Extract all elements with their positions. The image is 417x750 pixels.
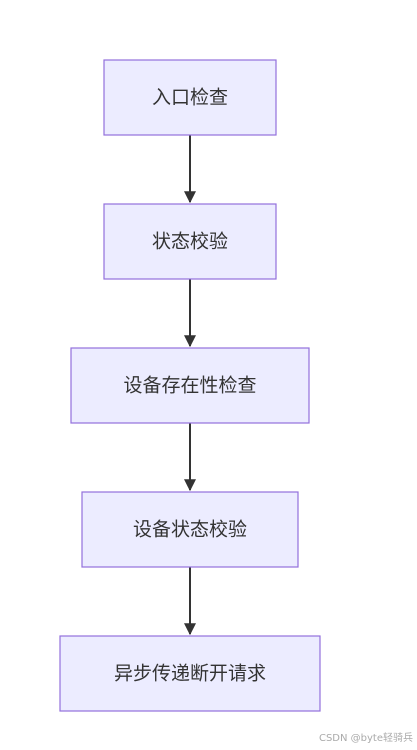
node-device-existence-check-label: 设备存在性检查 — [123, 375, 256, 397]
node-device-status-check: 设备状态校验 — [81, 491, 299, 568]
node-status-check-label: 状态校验 — [152, 231, 228, 253]
watermark: CSDN @byte轻骑兵 — [318, 733, 413, 744]
node-async-disconnect-request-label: 异步传递断开请求 — [114, 663, 266, 685]
node-status-check: 状态校验 — [103, 203, 277, 280]
node-async-disconnect-request: 异步传递断开请求 — [59, 635, 321, 712]
node-device-existence-check: 设备存在性检查 — [70, 347, 310, 424]
node-device-status-check-label: 设备状态校验 — [133, 519, 247, 541]
node-entry-check: 入口检查 — [103, 59, 277, 136]
node-entry-check-label: 入口检查 — [152, 87, 228, 109]
